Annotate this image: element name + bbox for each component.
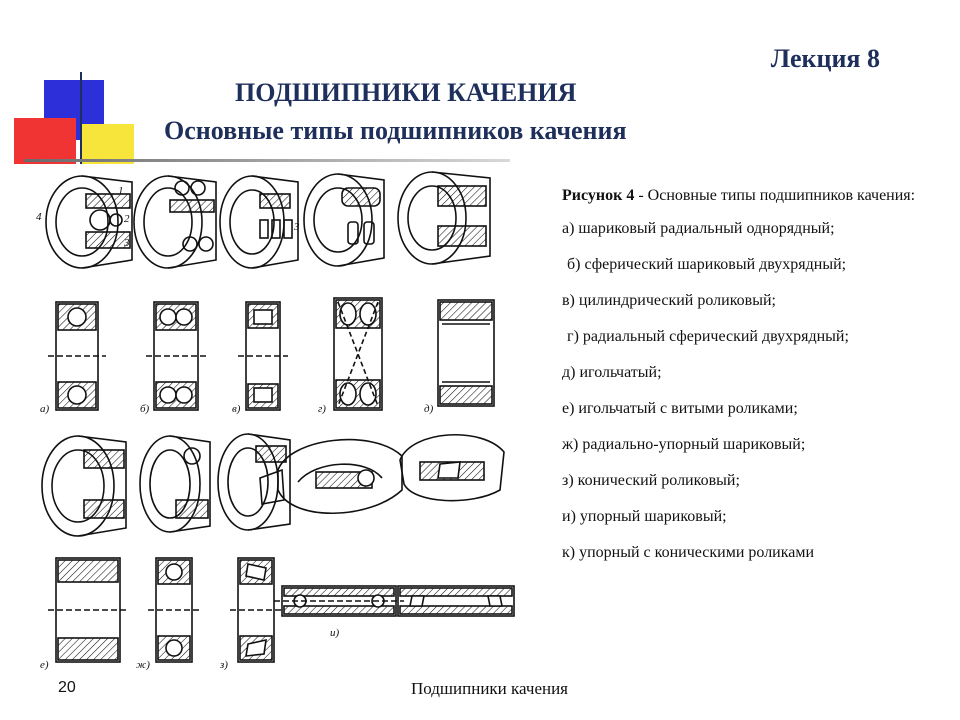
callout-3b: 3 <box>293 221 300 233</box>
legend-item: ж) радиально-упорный шариковый; <box>562 436 806 453</box>
legend-item: и) упорный шариковый; <box>562 508 727 525</box>
label-d: г) <box>318 403 326 415</box>
bearing-i-perspective <box>277 438 403 514</box>
bearing-f-perspective <box>41 435 127 537</box>
bearing-a-perspective <box>45 175 133 269</box>
callout-3: 3 <box>123 237 130 249</box>
deco-vertical-line <box>80 72 82 164</box>
figure-caption-text: - Основные типы подшипников качения: <box>634 187 916 204</box>
legend-item: в) цилиндрический роликовый; <box>562 292 776 309</box>
legend-item: е) игольчатый с витыми роликами; <box>562 400 798 417</box>
legend-item: д) игольчатый; <box>562 364 662 381</box>
footer-text: Подшипники качения <box>411 679 569 698</box>
page-number: 20 <box>58 679 76 696</box>
bearing-b-perspective <box>133 175 217 269</box>
bearing-k-perspective <box>399 434 505 502</box>
bearing-b-section <box>146 301 206 411</box>
bearing-c-perspective <box>219 175 299 269</box>
label-h: з) <box>219 659 228 671</box>
bearing-g-section <box>148 557 200 663</box>
label-e: д) <box>424 403 434 415</box>
bearing-d-perspective <box>303 173 385 267</box>
bearing-h-perspective <box>217 433 291 531</box>
bearing-g-perspective <box>139 435 211 533</box>
figure-legend: Рисунок 4 - Основные типы подшипников ка… <box>562 186 954 579</box>
label-b: б) <box>140 403 150 415</box>
page-subtitle: Основные типы подшипников качения <box>164 116 627 145</box>
figure-caption-number: Рисунок 4 <box>562 187 635 204</box>
label-a: а) <box>40 403 50 415</box>
deco-red-square <box>14 118 76 164</box>
bearing-types-figure: 1 2 3 4 3 а) б) в <box>36 171 515 671</box>
label-c: в) <box>232 403 241 415</box>
callout-1: 1 <box>118 185 124 197</box>
callout-2: 2 <box>124 213 130 225</box>
bearing-a-section <box>48 301 106 411</box>
label-i: и) <box>330 627 340 639</box>
legend-item: а) шариковый радиальный однорядный; <box>562 220 835 237</box>
page-title: ПОДШИПНИКИ КАЧЕНИЯ <box>235 78 577 107</box>
legend-item: з) конический роликовый; <box>562 472 740 489</box>
bearing-i-section <box>274 585 404 617</box>
bearing-h-section <box>230 557 282 663</box>
label-g: ж) <box>136 659 150 671</box>
bearing-f-section <box>48 557 128 663</box>
callout-4: 4 <box>36 211 42 223</box>
label-f: е) <box>40 659 49 671</box>
legend-item: г) радиальный сферический двухрядный; <box>567 328 849 345</box>
bearing-d-section <box>333 297 383 411</box>
bearing-e-section <box>437 299 495 407</box>
deco-yellow-square <box>80 124 134 164</box>
deco-horizontal-rule <box>24 159 510 162</box>
legend-item: б) сферический шариковый двухрядный; <box>567 256 847 273</box>
figure-caption: Рисунок 4 - Основные типы подшипников ка… <box>562 186 954 205</box>
bearing-e-perspective <box>397 171 491 265</box>
lecture-label: Лекция 8 <box>770 44 880 73</box>
bearing-k-section <box>397 585 515 617</box>
legend-item: к) упорный с коническими роликами <box>562 544 815 561</box>
bearing-c-section <box>238 301 288 411</box>
